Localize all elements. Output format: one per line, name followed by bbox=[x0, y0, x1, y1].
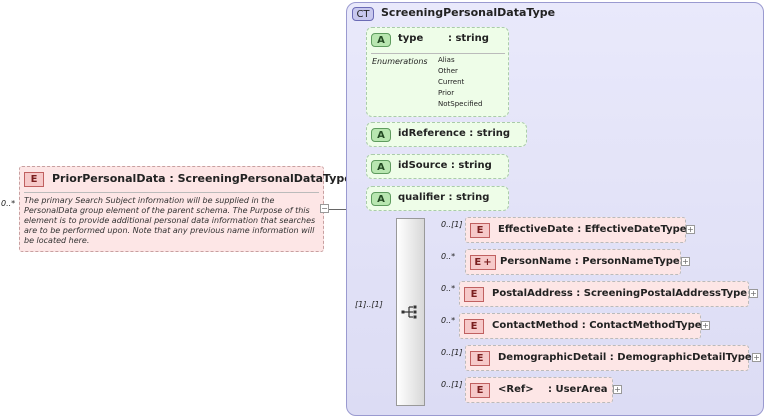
element-icon: E bbox=[24, 172, 44, 187]
element-icon: E bbox=[470, 351, 490, 366]
element-multiplicity: 0..* bbox=[441, 252, 456, 261]
enumerations-label: Enumerations bbox=[372, 57, 428, 66]
element-type: : DemographicDetailType bbox=[609, 352, 752, 363]
expand-toggle[interactable]: + bbox=[686, 225, 695, 234]
element-demographicdetail[interactable]: E DemographicDetail : DemographicDetailT… bbox=[465, 345, 752, 371]
attribute-name: idSource bbox=[398, 160, 448, 171]
attribute-name: idReference bbox=[398, 128, 466, 139]
attribute-name: type bbox=[398, 33, 424, 44]
element-icon: E bbox=[470, 223, 490, 238]
enum-value: NotSpecified bbox=[438, 100, 483, 108]
element-name: EffectiveDate bbox=[498, 224, 574, 235]
enum-value: Prior bbox=[438, 89, 455, 97]
doc-line: element is to provide additional persona… bbox=[24, 216, 316, 225]
root-divider bbox=[24, 192, 319, 193]
attribute-type-value: : string bbox=[469, 128, 511, 139]
element-userarea-ref[interactable]: E <Ref> : UserArea bbox=[465, 377, 613, 403]
enum-value: Alias bbox=[438, 56, 455, 64]
element-type: : PersonNameType bbox=[574, 256, 680, 267]
element-multiplicity: 0..* bbox=[441, 284, 456, 293]
element-type: : ContactMethodType bbox=[581, 320, 702, 331]
attribute-qualifier[interactable]: A qualifier : string bbox=[366, 186, 509, 211]
element-icon: E+ bbox=[470, 255, 496, 270]
element-icon: E bbox=[464, 287, 484, 302]
attribute-name: qualifier bbox=[398, 192, 446, 203]
enum-value: Other bbox=[438, 67, 458, 75]
element-icon: E bbox=[470, 383, 490, 398]
root-connector-line bbox=[324, 209, 358, 210]
attribute-divider bbox=[371, 53, 505, 54]
attribute-type-value: : string bbox=[450, 160, 492, 171]
element-type: : ScreeningPostalAddressType bbox=[576, 288, 748, 299]
root-documentation: The primary Search Subject information w… bbox=[24, 196, 322, 246]
sequence-multiplicity: [1]..[1] bbox=[355, 300, 383, 309]
element-postaladdress[interactable]: E PostalAddress : ScreeningPostalAddress… bbox=[459, 281, 749, 307]
element-personname[interactable]: E+ PersonName : PersonNameType bbox=[465, 249, 681, 275]
doc-line: be located here. bbox=[24, 236, 90, 245]
attribute-idsource[interactable]: A idSource : string bbox=[366, 154, 509, 179]
attribute-type-value: : string bbox=[448, 33, 489, 44]
root-element-name: PriorPersonalData bbox=[52, 172, 166, 185]
attribute-icon: A bbox=[371, 128, 391, 142]
collapse-toggle[interactable]: − bbox=[320, 204, 329, 213]
expand-toggle[interactable]: + bbox=[681, 257, 690, 266]
attribute-type-value: : string bbox=[448, 192, 490, 203]
doc-line: are to be performed upon. Note that any … bbox=[24, 226, 315, 235]
element-multiplicity: 0..[1] bbox=[441, 220, 463, 229]
element-contactmethod[interactable]: E ContactMethod : ContactMethodType bbox=[459, 313, 702, 339]
element-multiplicity: 0..[1] bbox=[441, 348, 463, 357]
sequence-compositor[interactable] bbox=[396, 218, 425, 406]
root-element-box[interactable]: E PriorPersonalData : ScreeningPersonalD… bbox=[19, 166, 352, 252]
element-icon: E bbox=[464, 319, 484, 334]
root-element-type: : ScreeningPersonalDataType bbox=[169, 172, 352, 185]
sequence-icon bbox=[401, 305, 417, 319]
expand-toggle[interactable]: + bbox=[701, 321, 710, 330]
root-multiplicity: 0..* bbox=[1, 199, 16, 208]
element-type: : UserArea bbox=[548, 384, 608, 395]
element-name: <Ref> bbox=[498, 384, 534, 395]
complex-type-name: ScreeningPersonalDataType bbox=[381, 6, 556, 19]
element-name: ContactMethod bbox=[492, 320, 579, 331]
enum-value: Current bbox=[438, 78, 465, 86]
attribute-type[interactable]: A type : string Enumerations Alias Other… bbox=[366, 27, 509, 117]
attribute-icon: A bbox=[371, 160, 391, 174]
attribute-icon: A bbox=[371, 33, 391, 47]
element-multiplicity: 0..* bbox=[441, 316, 456, 325]
complex-type-icon: CT bbox=[352, 7, 374, 21]
doc-line: The primary Search Subject information w… bbox=[24, 196, 275, 205]
expand-toggle[interactable]: + bbox=[752, 353, 761, 362]
attribute-idreference[interactable]: A idReference : string bbox=[366, 122, 527, 147]
expand-toggle[interactable]: + bbox=[613, 385, 622, 394]
element-name: PostalAddress bbox=[492, 288, 573, 299]
doc-line: PersonalData group element of the parent… bbox=[24, 206, 310, 215]
element-multiplicity: 0..[1] bbox=[441, 380, 463, 389]
element-effectivedate[interactable]: E EffectiveDate : EffectiveDateType bbox=[465, 217, 687, 243]
element-type: : EffectiveDateType bbox=[577, 224, 687, 235]
expand-toggle[interactable]: + bbox=[749, 289, 758, 298]
element-name: PersonName bbox=[500, 256, 572, 267]
substitution-plus-icon: + bbox=[483, 257, 492, 268]
element-name: DemographicDetail bbox=[498, 352, 607, 363]
attribute-icon: A bbox=[371, 192, 391, 206]
